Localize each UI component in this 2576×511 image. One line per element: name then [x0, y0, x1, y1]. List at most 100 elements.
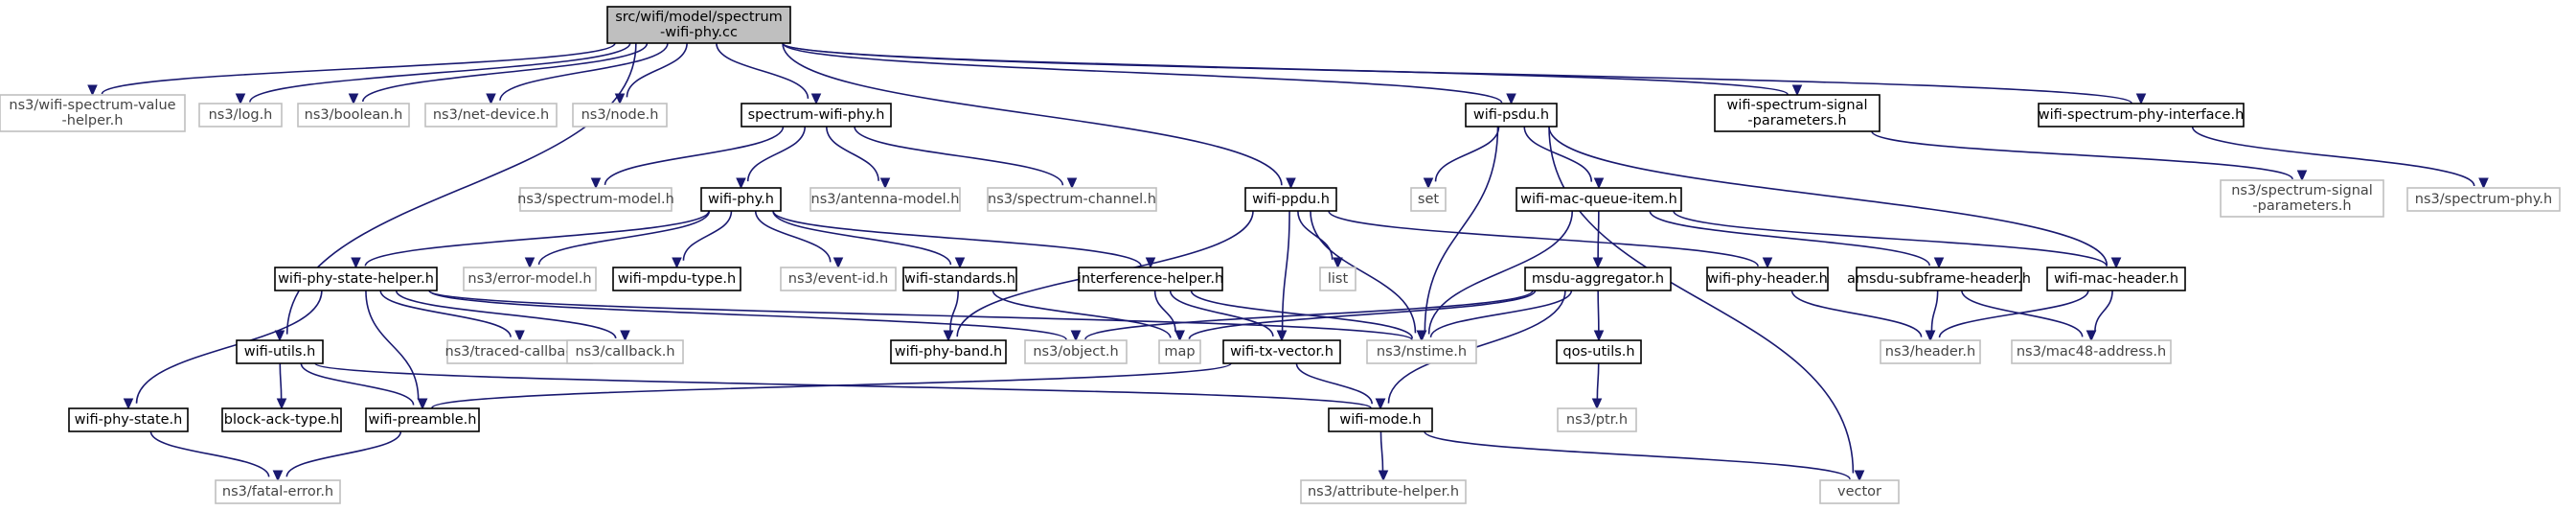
node-label: spectrum-wifi-phy.h — [748, 107, 885, 123]
edge-arrowhead — [1933, 257, 1945, 269]
edge-line — [1790, 290, 1923, 337]
edge-arrowhead — [1070, 330, 1082, 342]
edge-line — [285, 430, 402, 477]
edge-arrowhead — [2086, 330, 2097, 342]
edge-line — [682, 210, 733, 261]
edge-wifi-phy-state-helper-to-traced-callback — [379, 290, 525, 342]
node-label: wifi-phy-band.h — [895, 344, 1003, 360]
edge-line — [1188, 290, 1537, 339]
edge-line — [135, 290, 323, 404]
node-label: ns3/spectrum-model.h — [517, 192, 674, 207]
edge-arrowhead — [276, 398, 287, 410]
node-box — [1244, 187, 1337, 212]
node-wifi-mac-queue-item[interactable]: wifi-mac-queue-item.h — [1516, 187, 1682, 212]
node-block-ack-type[interactable]: block-ack-type.h — [221, 407, 342, 432]
edge-line — [1281, 210, 1290, 332]
edge-spectrum-wifi-phy-to-spectrum-model — [590, 126, 785, 190]
edge-line — [1523, 126, 1593, 182]
node-root[interactable]: src/wifi/model/spectrum-wifi-phy.cc — [606, 6, 791, 44]
edge-line — [826, 126, 879, 181]
edge-line — [1424, 430, 1851, 480]
node-wifi-mode[interactable]: wifi-mode.h — [1328, 407, 1433, 432]
edge-line — [949, 290, 959, 332]
node-label: wifi-psdu.h — [1473, 107, 1549, 123]
node-traced-callback: ns3/traced-callback.h — [445, 339, 594, 364]
node-box — [1856, 267, 2022, 291]
node-spectrum-wifi-phy[interactable]: spectrum-wifi-phy.h — [741, 103, 892, 128]
edge-wifi-phy-to-event-id — [754, 210, 844, 269]
node-wifi-ppdu[interactable]: wifi-ppdu.h — [1244, 187, 1337, 212]
node-log: ns3/log.h — [198, 103, 283, 128]
node-qos-utils[interactable]: qos-utils.h — [1556, 339, 1642, 364]
node-wifi-phy[interactable]: wifi-phy.h — [700, 187, 782, 212]
edge-arrowhead — [1762, 257, 1773, 269]
node-box — [606, 6, 791, 44]
node-box — [1300, 479, 1467, 504]
node-label: wifi-mac-header.h — [2054, 271, 2178, 287]
edge-line — [854, 126, 1064, 186]
edge-line — [428, 290, 1067, 340]
edge-line — [300, 362, 415, 406]
node-label: ns3/mac48-address.h — [2017, 344, 2166, 360]
node-ws-phy-interface[interactable]: wifi-spectrum-phy-interface.h — [2038, 103, 2245, 128]
node-ns3-spectrum-phy: ns3/spectrum-phy.h — [2406, 187, 2561, 212]
node-wifi-standards[interactable]: wifi-standards.h — [902, 267, 1017, 291]
node-map: map — [1158, 339, 1201, 364]
edge-line — [1938, 290, 2089, 338]
node-label: ns3/node.h — [581, 107, 659, 123]
edge-root-to-node — [614, 42, 688, 105]
edge-msdu-aggregator-to-object — [1070, 290, 1534, 342]
node-wifi-phy-band[interactable]: wifi-phy-band.h — [890, 339, 1007, 364]
edge-wifi-mode-to-vector — [1424, 430, 1865, 482]
node-wifi-mpdu-type[interactable]: wifi-mpdu-type.h — [612, 267, 741, 291]
edge-wifi-mac-queue-item-to-msdu-aggregator — [1592, 210, 1604, 269]
node-ns3-spectrum-signal-params: ns3/spectrum-signal-parameters.h — [2220, 179, 2384, 218]
edge-line — [1295, 362, 1373, 405]
edge-line — [1961, 290, 2084, 337]
edge-wifi-utils-to-block-ack-type — [276, 362, 287, 410]
node-msdu-aggregator[interactable]: msdu-aggregator.h — [1524, 267, 1672, 291]
edge-wifi-tx-vector-to-wifi-mode — [1295, 362, 1386, 410]
edge-arrowhead — [1378, 470, 1389, 482]
node-wifi-tx-vector[interactable]: wifi-tx-vector.h — [1222, 339, 1341, 364]
node-wifi-phy-state[interactable]: wifi-phy-state.h — [68, 407, 189, 432]
node-label: ns3/net-device.h — [433, 107, 549, 123]
node-box — [2011, 339, 2172, 364]
edge-wifi-mac-queue-item-to-amsdu-subframe-header — [1649, 210, 1945, 269]
edge-wifi-phy-to-wifi-phy-state-helper — [351, 210, 710, 269]
node-net-device: ns3/net-device.h — [424, 103, 558, 128]
node-box — [215, 479, 341, 504]
node-box — [297, 103, 410, 128]
node-label: wifi-spectrum-signal — [1727, 98, 1868, 113]
edge-line — [626, 42, 688, 98]
node-wifi-utils[interactable]: wifi-utils.h — [236, 339, 324, 364]
node-ws-signal-params[interactable]: wifi-spectrum-signal-parameters.h — [1714, 94, 1881, 132]
node-wifi-preamble[interactable]: wifi-preamble.h — [365, 407, 480, 432]
edge-spectrum-wifi-phy-to-wifi-phy — [736, 126, 807, 190]
node-box — [2046, 267, 2186, 291]
edge-line — [1328, 210, 1759, 267]
node-box — [1880, 339, 1981, 364]
edge-arrowhead — [1791, 84, 1803, 97]
edge-wifi-psdu-to-set — [1423, 126, 1500, 190]
node-fatal-error: ns3/fatal-error.h — [215, 479, 341, 504]
node-wifi-phy-header[interactable]: wifi-phy-header.h — [1706, 267, 1829, 291]
node-label: msdu-aggregator.h — [1532, 271, 1664, 287]
edge-wifi-preamble-to-fatal-error — [272, 430, 402, 482]
node-wifi-phy-state-helper[interactable]: wifi-phy-state-helper.h — [274, 267, 438, 291]
node-amsdu-subframe-header[interactable]: amsdu-subframe-header.h — [1847, 267, 2031, 291]
node-interference-helper[interactable]: interference-helper.h — [1078, 267, 1223, 291]
edge-line — [1596, 362, 1600, 400]
edge-root-to-log — [235, 42, 631, 105]
node-wifi-psdu[interactable]: wifi-psdu.h — [1465, 103, 1558, 128]
node-label: map — [1164, 344, 1195, 360]
node-label: ns3/boolean.h — [305, 107, 403, 123]
node-box — [780, 267, 897, 291]
node-box — [365, 407, 480, 432]
node-wifi-mac-header[interactable]: wifi-mac-header.h — [2046, 267, 2186, 291]
node-label: ns3/spectrum-signal — [2231, 183, 2373, 198]
node-label: ns3/ptr.h — [1566, 412, 1628, 428]
edge-wifi-ppdu-to-list — [1297, 210, 1343, 269]
edge-line — [1190, 290, 1414, 339]
edge-line — [604, 126, 785, 186]
